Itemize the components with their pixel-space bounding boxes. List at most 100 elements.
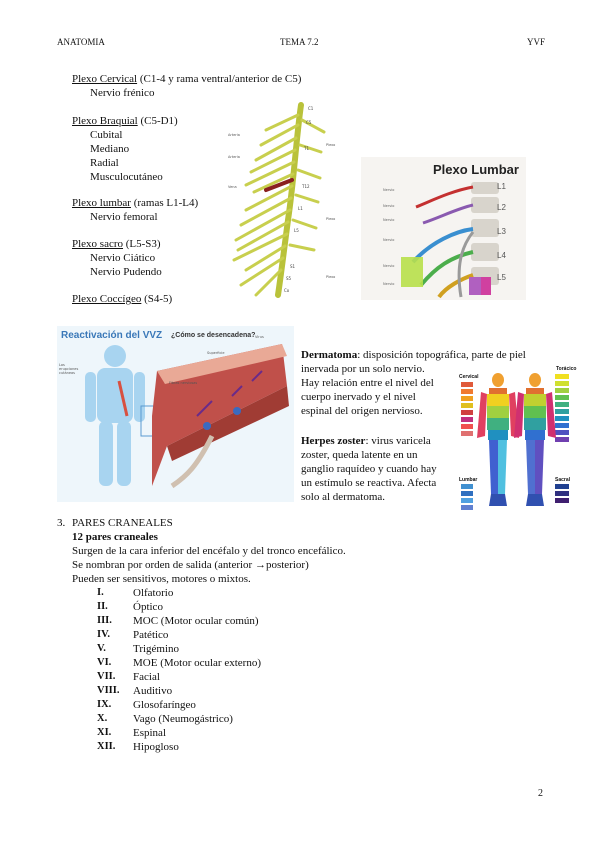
svg-text:T12: T12 <box>301 184 310 189</box>
nerve-item: Musculocutáneo <box>90 171 163 183</box>
nerve-name: Olfatorio <box>133 587 174 599</box>
svg-text:erupciones: erupciones <box>59 367 78 371</box>
nerve-name: Hipogloso <box>133 741 179 753</box>
level-label: L2 <box>497 203 506 212</box>
nerve-number: VI. <box>97 657 112 668</box>
nerve-item: Nervio Ciático <box>90 252 156 264</box>
text-line: un estímulo se reactiva. Afecta <box>301 477 437 489</box>
nerve-name: Óptico <box>133 601 163 613</box>
plexo-coccigeo: Plexo Coccígeo (S4-5) <box>72 293 173 305</box>
plexo-sacro: Plexo sacro (L5-S3) <box>72 238 161 250</box>
text-line: espinal del origen nervioso. <box>301 405 423 417</box>
nerve-name: Facial <box>133 671 160 683</box>
text-line: Hay relación entre el nivel del <box>301 377 434 389</box>
svg-text:L1: L1 <box>298 206 303 211</box>
nerve-number: XI. <box>97 727 112 738</box>
nerve-name: Vago (Neumogástrico) <box>133 713 233 725</box>
text-line: ganglio raquídeo y cuando hay <box>301 463 437 475</box>
nerve-item: Cubital <box>90 129 123 141</box>
svg-text:Plexo: Plexo <box>326 217 335 221</box>
text-line: cuerpo inervado y el nivel <box>301 391 416 403</box>
page-number: 2 <box>538 788 543 799</box>
nerve-number: XII. <box>97 741 116 752</box>
svg-text:Los: Los <box>59 363 65 367</box>
text-line: inervada por un solo nervio. <box>301 363 425 375</box>
text-line: Surgen de la cara inferior del encéfalo … <box>72 545 346 557</box>
derm-label-toracic: Torácico <box>556 366 577 372</box>
svg-text:Nervio: Nervio <box>383 282 394 286</box>
dermatoma-term: Dermatoma <box>301 349 358 361</box>
text-line: Pueden ser sensitivos, motores o mixtos. <box>72 573 251 585</box>
derm-label-cervical: Cervical <box>459 374 479 380</box>
nerve-number: V. <box>97 643 106 654</box>
plexo-lumbar: Plexo lumbar (ramas L1-L4) <box>72 197 199 209</box>
svg-text:Virus: Virus <box>255 335 264 339</box>
derm-label-lumbar: Lumbar <box>459 477 478 483</box>
svg-text:Co: Co <box>284 288 290 293</box>
header-center: TEMA 7.2 <box>280 37 319 47</box>
vvz-figure: Reactivación del VVZ ¿Cómo se desencaden… <box>57 326 294 502</box>
nerve-number: VII. <box>97 671 116 682</box>
nerve-number: X. <box>97 713 108 724</box>
svg-text:Nervio: Nervio <box>383 264 394 268</box>
svg-text:Arteria: Arteria <box>228 155 240 159</box>
level-label: L3 <box>497 227 506 236</box>
nerve-name: Trigémino <box>133 643 180 655</box>
nerve-number: VIII. <box>97 685 120 696</box>
svg-text:Superficie: Superficie <box>207 351 225 355</box>
svg-text:Nervio: Nervio <box>383 204 394 208</box>
nerve-name: Glosofaríngeo <box>133 699 196 711</box>
nerve-item: Mediano <box>90 143 130 155</box>
nerve-name: MOC (Motor ocular común) <box>133 615 259 627</box>
dermatome-figure: Cervical Torácico Lumbar Sacral <box>443 366 583 514</box>
svg-text:Fibras nerviosas: Fibras nerviosas <box>169 381 197 385</box>
plexo-braquial: Plexo Braquial (C5-D1) <box>72 115 178 127</box>
nerve-number: IX. <box>97 699 112 710</box>
svg-text:Arteria: Arteria <box>228 133 240 137</box>
section-number: 3. <box>57 517 66 529</box>
derm-label-sacral: Sacral <box>555 477 571 483</box>
nerve-name: MOE (Motor ocular externo) <box>133 657 261 669</box>
svg-text:Nervio: Nervio <box>383 188 394 192</box>
level-label: L4 <box>497 251 506 260</box>
plexo-cervical: Plexo Cervical (C1-4 y rama ventral/ante… <box>72 73 302 85</box>
plexo-lumbar-title: Plexo Lumbar <box>433 162 519 177</box>
nerve-number: I. <box>97 587 104 598</box>
svg-text:T1: T1 <box>303 146 309 151</box>
dermatome-illustration <box>461 373 569 510</box>
svg-text:S5: S5 <box>286 276 292 281</box>
vvz-subtitle: ¿Cómo se desencadena? <box>171 332 256 339</box>
svg-text:C1: C1 <box>308 106 314 111</box>
text-line: solo al dermatoma. <box>301 491 386 503</box>
vvz-title: Reactivación del VVZ <box>61 330 163 341</box>
header-left: ANATOMIA <box>57 37 105 47</box>
svg-text:Plexo: Plexo <box>326 143 335 147</box>
svg-text:S1: S1 <box>290 264 296 269</box>
svg-text:L5: L5 <box>294 228 299 233</box>
text-line: Se nombran por orden de salida (anterior… <box>72 559 309 571</box>
svg-text:C5: C5 <box>306 120 312 125</box>
nerve-item: Nervio Pudendo <box>90 266 162 278</box>
nerve-name: Espinal <box>133 727 166 739</box>
section-title: PARES CRANEALES <box>72 517 173 529</box>
level-label: L5 <box>497 273 506 282</box>
herpes-term: Herpes zoster <box>301 435 366 447</box>
svg-text:Plexo: Plexo <box>326 275 335 279</box>
nerve-name: Patético <box>133 629 169 641</box>
nerve-number: II. <box>97 601 108 612</box>
header-right: YVF <box>527 37 546 47</box>
text-line: zoster, queda latente en un <box>301 449 418 461</box>
svg-text:Nervio: Nervio <box>383 238 394 242</box>
nerve-number: IV. <box>97 629 110 640</box>
level-label: L1 <box>497 182 506 191</box>
svg-text:cutáneas: cutáneas <box>59 371 75 375</box>
nerve-item: Nervio frénico <box>90 87 155 99</box>
nerve-item: Nervio femoral <box>90 211 158 223</box>
nerve-number: III. <box>97 615 112 626</box>
svg-text:Vena: Vena <box>228 185 237 189</box>
